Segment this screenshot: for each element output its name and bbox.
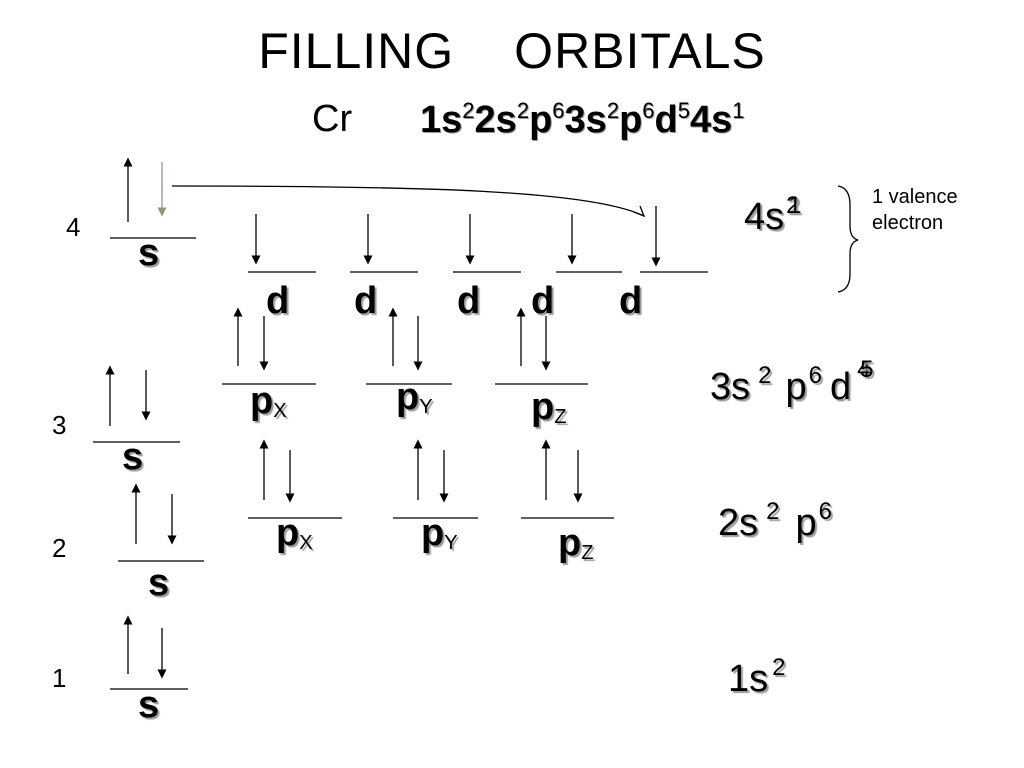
shell-number-4: 4	[66, 212, 81, 242]
promotion-curve	[171, 185, 645, 217]
element-symbol: Cr	[312, 98, 353, 140]
orbital-lines	[93, 237, 708, 690]
orbital-label-1s: s	[138, 684, 160, 726]
orbital-label-3d: d	[619, 280, 643, 322]
orbital-label-3d: d	[266, 280, 290, 322]
orbital-label-3px: pX	[250, 380, 287, 422]
config-term: p6	[619, 98, 655, 141]
title-word-filling: FILLING	[258, 23, 455, 79]
electron-arrows	[105, 157, 661, 679]
orbital-label-4s: s	[138, 232, 160, 274]
shell-number-3: 3	[52, 410, 67, 440]
title-word-orbitals: ORBITALS	[514, 23, 766, 79]
config-term: p6	[529, 98, 565, 141]
config-term: 4s1	[690, 98, 745, 141]
valence-note: 1 valence electron	[872, 186, 958, 234]
config-term: d5	[654, 98, 690, 141]
orbital-label-3d: d	[531, 280, 555, 322]
config-term: 3s2	[564, 98, 620, 141]
shell-number-1: 1	[52, 663, 67, 693]
orbital-label-3d: d	[354, 280, 378, 322]
electron-configuration: 1s22s2p63s2p6d54s1	[420, 98, 745, 142]
orbital-label-2pz: pZ	[558, 522, 594, 564]
orbital-label-2py: pY	[421, 512, 458, 554]
orbital-label-3s: s	[122, 436, 144, 478]
orbital-label-2s: s	[148, 562, 170, 604]
page-title: FILLING ORBITALS	[0, 22, 1024, 80]
orbital-label-3py: pY	[396, 376, 433, 418]
config-term: 2s2	[474, 98, 530, 141]
promotion-curve-tip	[633, 205, 646, 218]
config-term: 1s2	[420, 98, 475, 141]
orbital-label-2px: pX	[276, 512, 313, 554]
brace	[837, 185, 859, 293]
shell-number-2: 2	[52, 533, 67, 563]
orbital-label-3pz: pZ	[531, 386, 567, 428]
orbital-label-3d: d	[457, 280, 481, 322]
